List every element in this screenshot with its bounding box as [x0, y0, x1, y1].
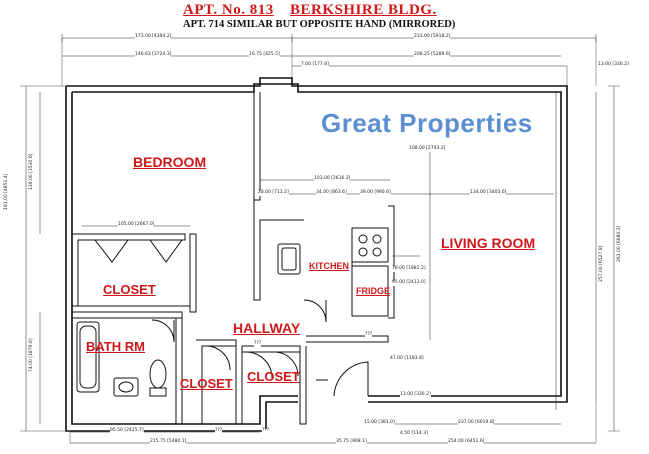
dim-living-depth: 108.00 [2743.2]: [409, 146, 446, 152]
dim-bottom-left-overall: 215.75 [5480.1]: [150, 439, 187, 445]
dim-kitchen-b: 34.00 [863.6]: [316, 190, 347, 196]
room-label-bedroom: BEDROOM: [133, 154, 207, 170]
outer-wall-left-inner: [71, 92, 298, 425]
dim-entry-a: 15.00 [381.0]: [364, 420, 395, 426]
dim-fridge-h: 78.00 [1981.2]: [392, 266, 426, 272]
bath-top-wall: [72, 311, 183, 319]
bathtub: [76, 321, 100, 393]
dim-top-left-overall: 173.00 [4394.2]: [135, 34, 172, 40]
dim-door-gap: 47.00 [1193.8]: [390, 356, 424, 362]
toilet: [149, 359, 167, 389]
entry-wall: [306, 335, 389, 343]
dim-right-overall-height: 263.00 [6680.2]: [617, 225, 622, 262]
room-label-living-room: LIVING ROOM: [441, 235, 536, 251]
stove: [351, 227, 389, 263]
room-label-fridge: FRIDGE: [356, 286, 391, 296]
bedroom-closet-wall: [72, 233, 186, 307]
dim-entry-c: 13.00 [330.2]: [400, 392, 431, 398]
kitchen-right-wall: [388, 205, 395, 319]
dim-unlabeled: ???: [254, 341, 262, 347]
dim-kitchen-a: 28.00 [711.2]: [258, 190, 289, 196]
dim-closet-width: 105.00 [2667.0]: [118, 222, 155, 228]
brand-watermark: Great Properties: [321, 108, 533, 138]
room-label-closet-hall-left: CLOSET: [180, 376, 233, 391]
room-label-closet-bedroom: CLOSET: [103, 282, 156, 297]
dim-top-right-overall: 233.00 [5918.2]: [414, 34, 451, 40]
room-label-kitchen: KITCHEN: [309, 261, 349, 271]
dim-bedroom-height: 139.00 [3530.6]: [29, 153, 34, 190]
kitchen-wall: [253, 200, 304, 301]
dim-unlabeled: ???: [262, 428, 270, 434]
bath-right-wall: [175, 318, 183, 425]
dim-fridge-w: 95.00 [2413.0]: [392, 280, 426, 286]
dim-unlabeled: ???: [365, 332, 373, 338]
dim-right-inner-height: 257.00 [6527.8]: [599, 245, 604, 282]
dim-step: 7.00 [177.8]: [301, 62, 329, 68]
sink: [113, 377, 139, 397]
title-apt: APT. No. 813: [183, 2, 274, 18]
dim-partition-gap: 16.75 [425.5]: [249, 52, 280, 58]
dim-living-partial: 134.00 [3403.6]: [470, 190, 507, 196]
subtitle: APT. 714 SIMILAR BUT OPPOSITE HAND (MIRR…: [183, 19, 456, 30]
title-building: BERKSHIRE BLDG.: [290, 2, 437, 18]
dim-bedroom-width: 146.63 [3724.3]: [135, 52, 172, 58]
dim-bottom-mid: 35.75 [908.1]: [336, 439, 367, 445]
dim-right-corner: 13.00 [330.2]: [598, 62, 629, 68]
room-label-hallway: HALLWAY: [233, 320, 301, 336]
kitchen-sink: [277, 243, 301, 275]
dim-living-span: 208.25 [5289.6]: [414, 52, 451, 58]
dim-unlabeled: ???: [215, 428, 223, 434]
dim-bottom-right-overall: 254.00 [6451.6]: [448, 439, 485, 445]
outer-wall-inner: [72, 83, 562, 397]
room-label-closet-hall-right: CLOSET: [247, 369, 300, 384]
dim-bath-width: 95.50 [2425.7]: [110, 428, 144, 434]
dim-entry-b: 4.50 [114.3]: [400, 431, 428, 437]
entry-door: [333, 361, 369, 397]
dim-kitchen-width: 103.00 [2616.2]: [314, 176, 351, 182]
room-label-bath: BATH RM: [86, 339, 145, 354]
dim-kitchen-c: 39.00 [990.6]: [360, 190, 391, 196]
dim-left-overall-height: 191.00 [4851.4]: [4, 173, 9, 210]
dim-bath-height: 74.00 [1879.6]: [29, 338, 34, 372]
partition-wall: [253, 92, 261, 201]
dim-living-bottom: 237.00 [6019.8]: [458, 420, 495, 426]
